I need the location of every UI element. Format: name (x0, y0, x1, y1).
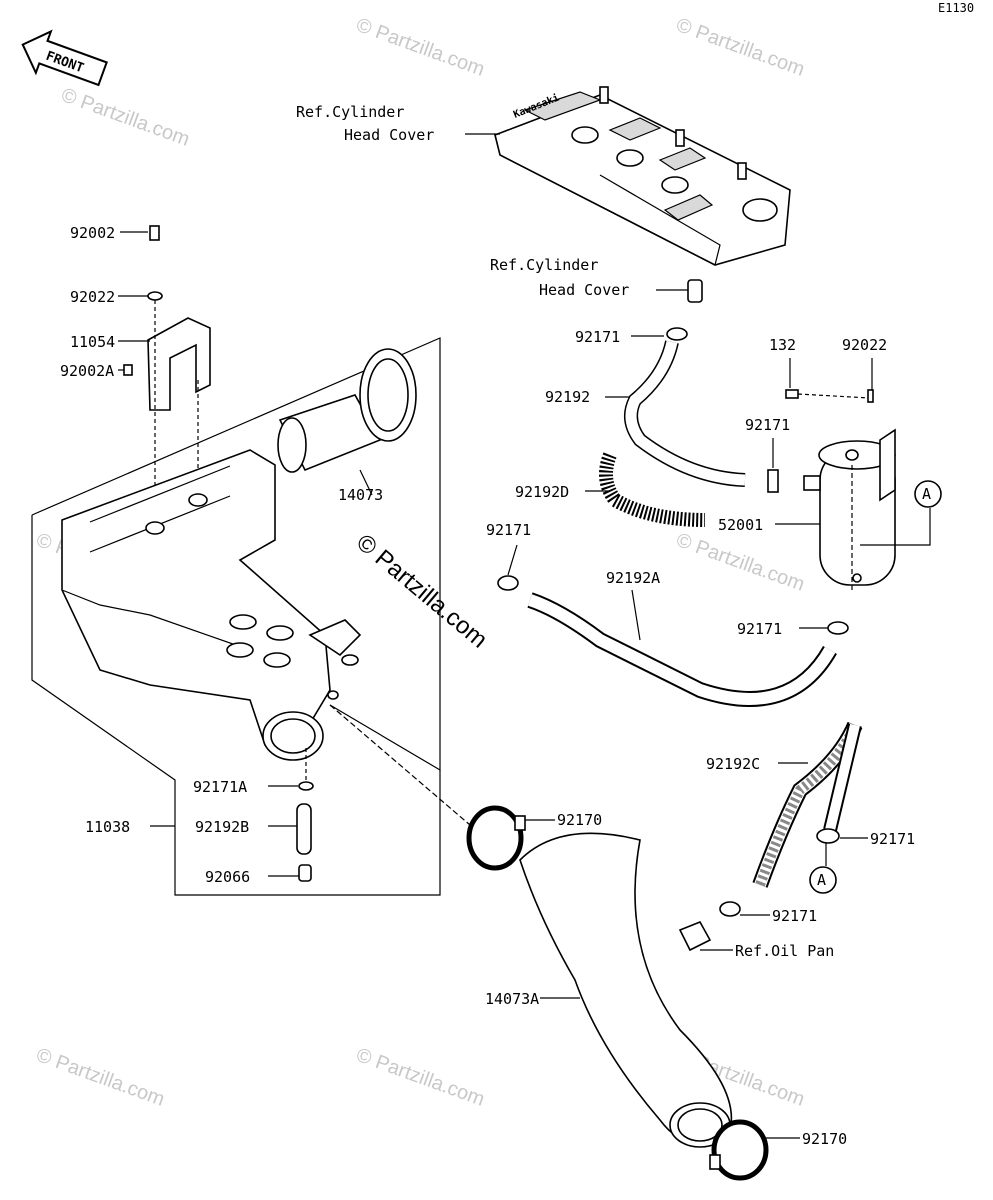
label-92171-lower: 92171 (737, 620, 782, 638)
label-ref-head-cover-mid-1: Ref.Cylinder (490, 256, 598, 274)
canister-52001 (803, 428, 896, 586)
label-92002A: 92002A (60, 362, 114, 380)
watermark: © Partzilla.com (33, 1044, 167, 1111)
label-ref-head-cover-top-2: Head Cover (344, 126, 434, 144)
label-92192C: 92192C (706, 755, 760, 773)
label-92170-bottom: 92170 (802, 1130, 847, 1148)
label-11054: 11054 (70, 333, 115, 351)
labels: Ref.Cylinder Head Cover Ref.Cylinder Hea… (60, 103, 915, 1148)
label-52001: 52001 (718, 516, 763, 534)
label-92171A: 92171A (193, 778, 247, 796)
watermark-center: © Partzilla.com (351, 529, 492, 654)
airbox-11038 (61, 449, 362, 761)
label-ref-oil-pan: Ref.Oil Pan (735, 942, 834, 960)
clamp-92170-top (466, 805, 526, 871)
label-92022-right: 92022 (842, 336, 887, 354)
hose-92192 (624, 327, 746, 487)
watermark: © Partzilla.com (58, 84, 192, 151)
label-92066: 92066 (205, 868, 250, 886)
diagram-code: E1130 (938, 1, 974, 15)
watermark: © Partzilla.com (353, 14, 487, 81)
watermark: © Partzilla.com (353, 1044, 487, 1111)
marker-a-top: A (922, 485, 931, 503)
intake-duct-14073A (519, 832, 733, 1148)
label-92171-top: 92171 (575, 328, 620, 346)
label-ref-head-cover-top-1: Ref.Cylinder (296, 103, 404, 121)
clamp-92170-bottom (709, 1119, 769, 1181)
drain-parts (296, 781, 314, 882)
front-arrow-icon: FRONT (21, 29, 108, 87)
watermark: © Partzilla.com (673, 529, 807, 596)
label-132: 132 (769, 336, 796, 354)
label-92171-mid: 92171 (745, 416, 790, 434)
label-92170-top: 92170 (557, 811, 602, 829)
label-92192D: 92192D (515, 483, 569, 501)
label-92192A: 92192A (606, 569, 660, 587)
label-11038: 11038 (85, 818, 130, 836)
label-92192: 92192 (545, 388, 590, 406)
watermark: © Partzilla.com (673, 14, 807, 81)
label-92171-bottom: 92171 (772, 907, 817, 925)
cylinder-head-cover: Kawasaki (494, 86, 791, 303)
label-92022-left: 92022 (70, 288, 115, 306)
intake-duct-14073 (277, 348, 417, 473)
label-92192B: 92192B (195, 818, 249, 836)
label-92171-left: 92171 (486, 521, 531, 539)
label-14073: 14073 (338, 486, 383, 504)
bracket-11054 (123, 225, 211, 411)
hose-92192A (497, 575, 849, 707)
label-ref-head-cover-mid-2: Head Cover (539, 281, 629, 299)
hose-92192C (752, 721, 863, 888)
marker-a-bottom: A (817, 871, 826, 889)
label-92171-right: 92171 (870, 830, 915, 848)
label-14073A: 14073A (485, 990, 539, 1008)
label-92002: 92002 (70, 224, 115, 242)
hose-92192D (599, 452, 706, 527)
